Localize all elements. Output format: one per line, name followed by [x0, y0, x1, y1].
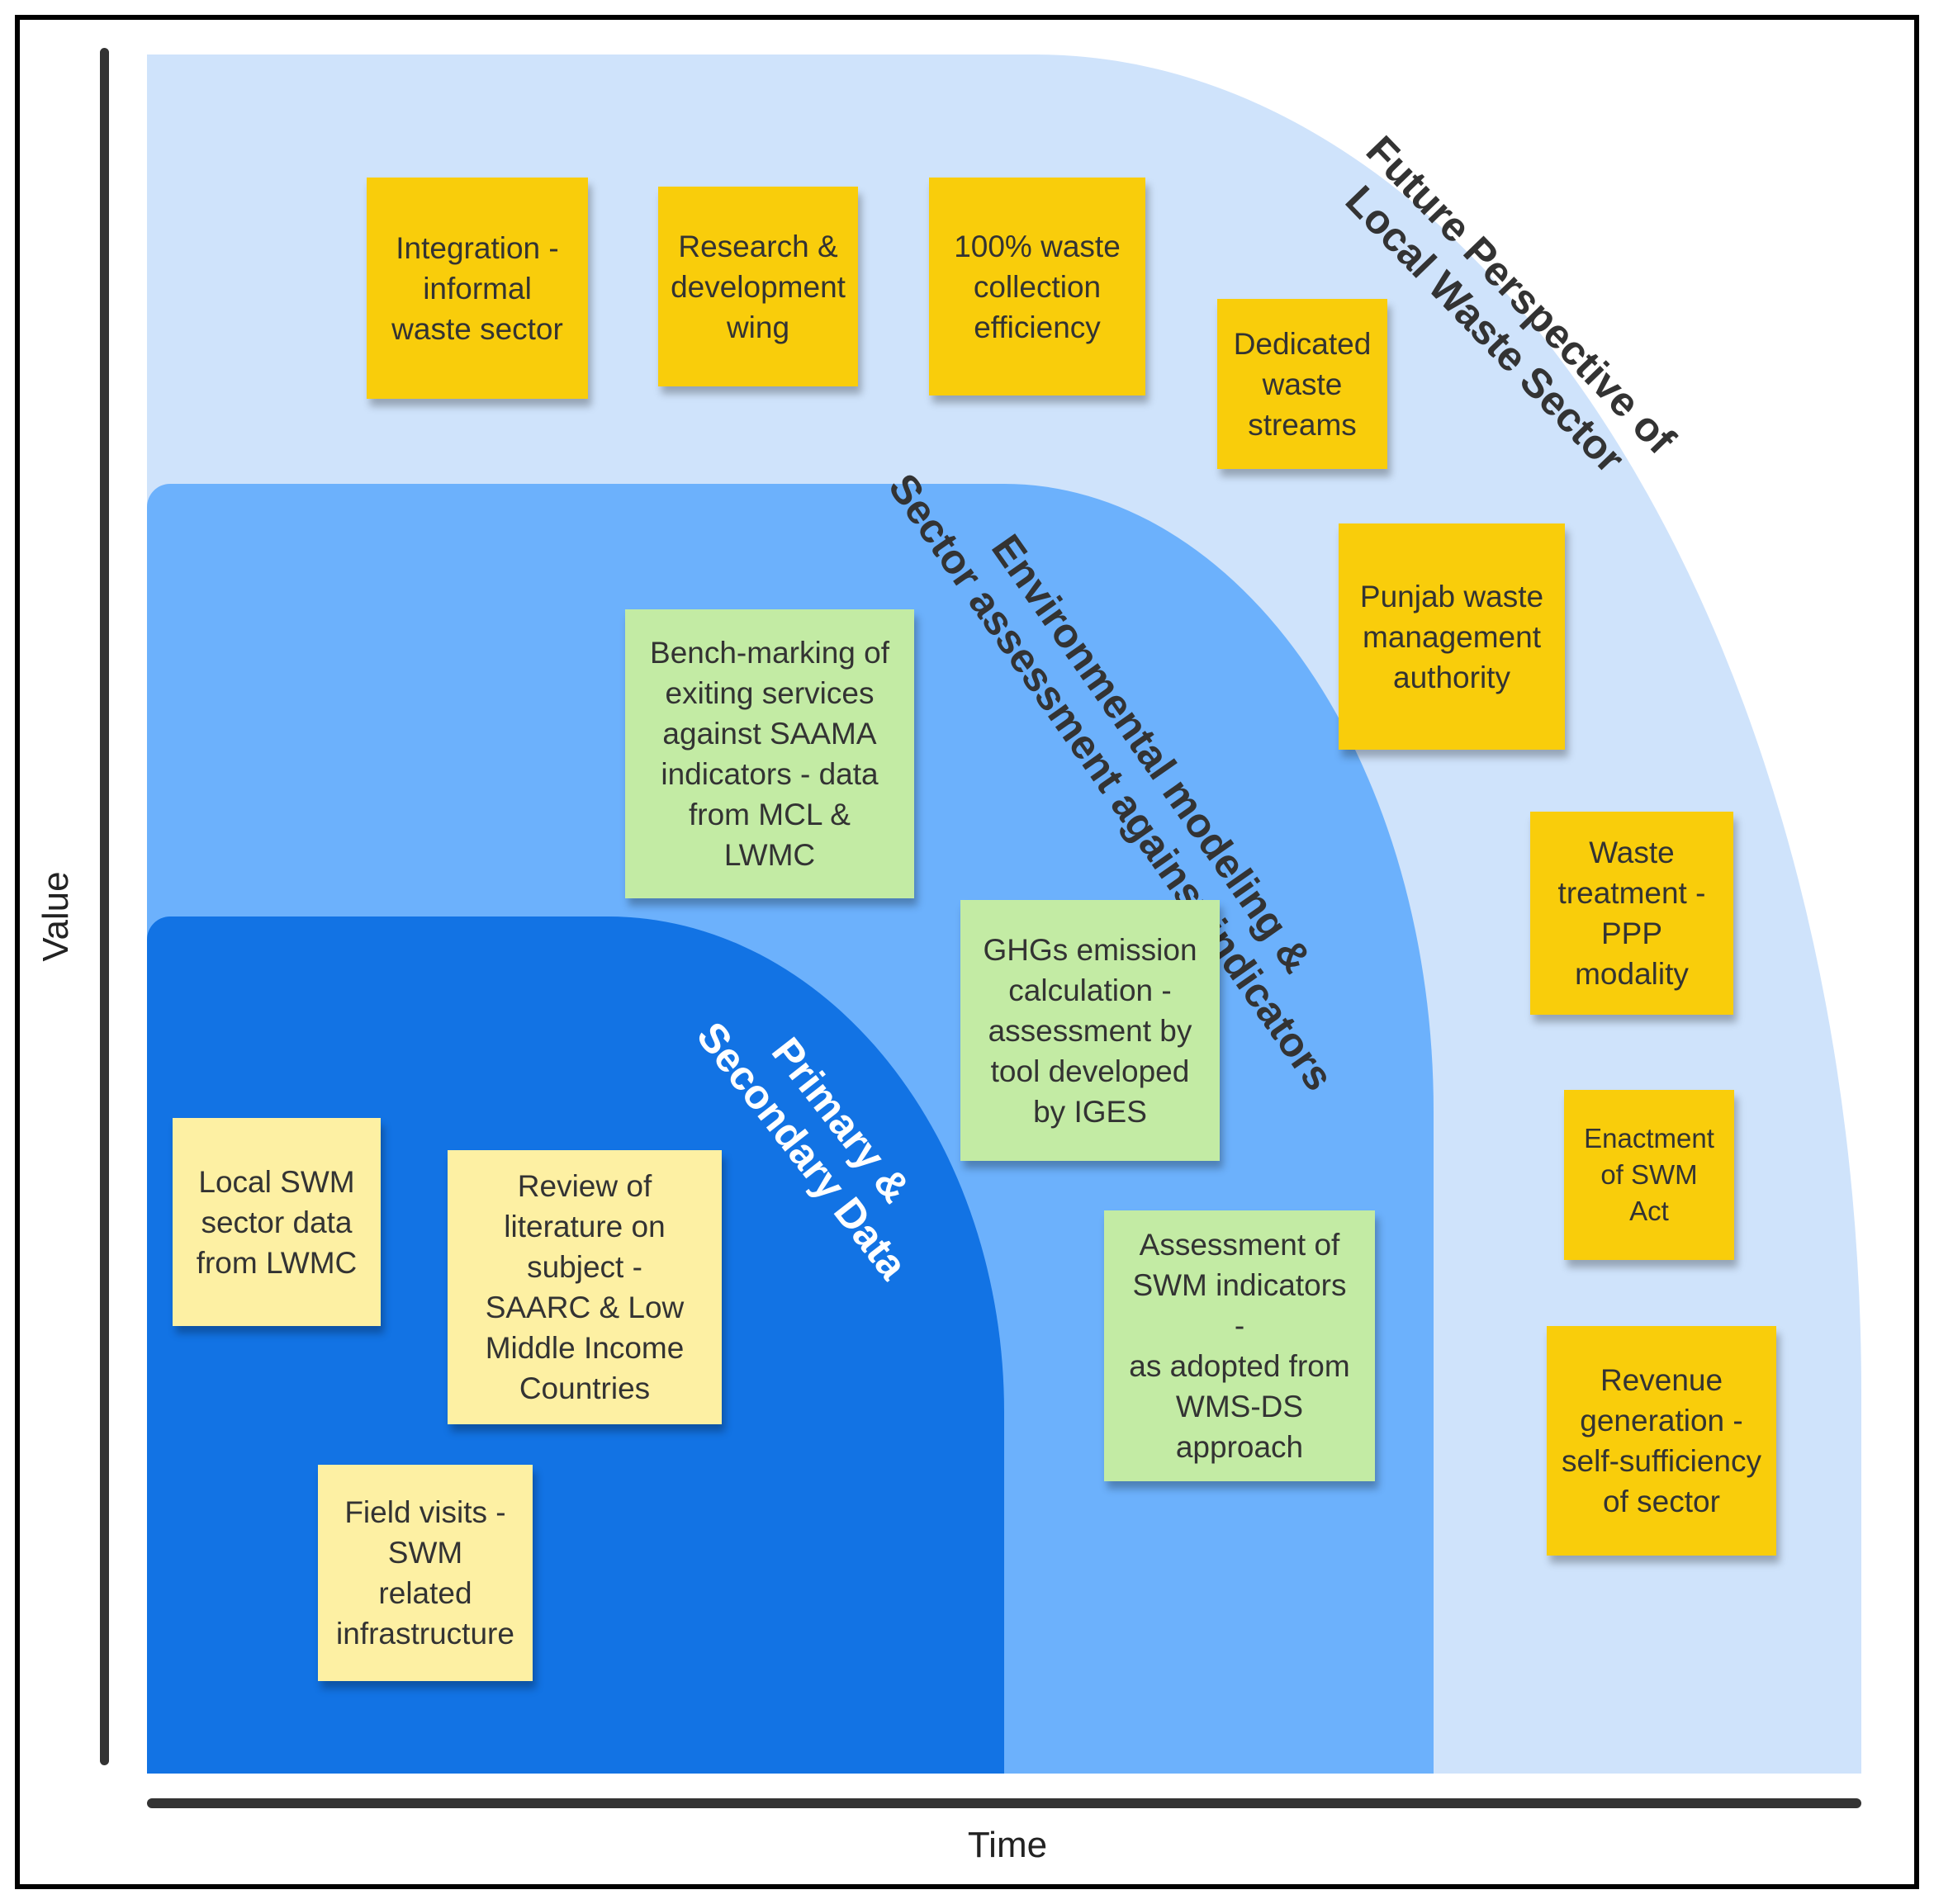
diagram-frame: [15, 15, 1919, 1889]
y-axis: [100, 48, 109, 1765]
y-axis-label: Value: [36, 871, 76, 962]
x-axis-label: Time: [967, 1825, 1048, 1865]
x-axis: [147, 1798, 1861, 1808]
